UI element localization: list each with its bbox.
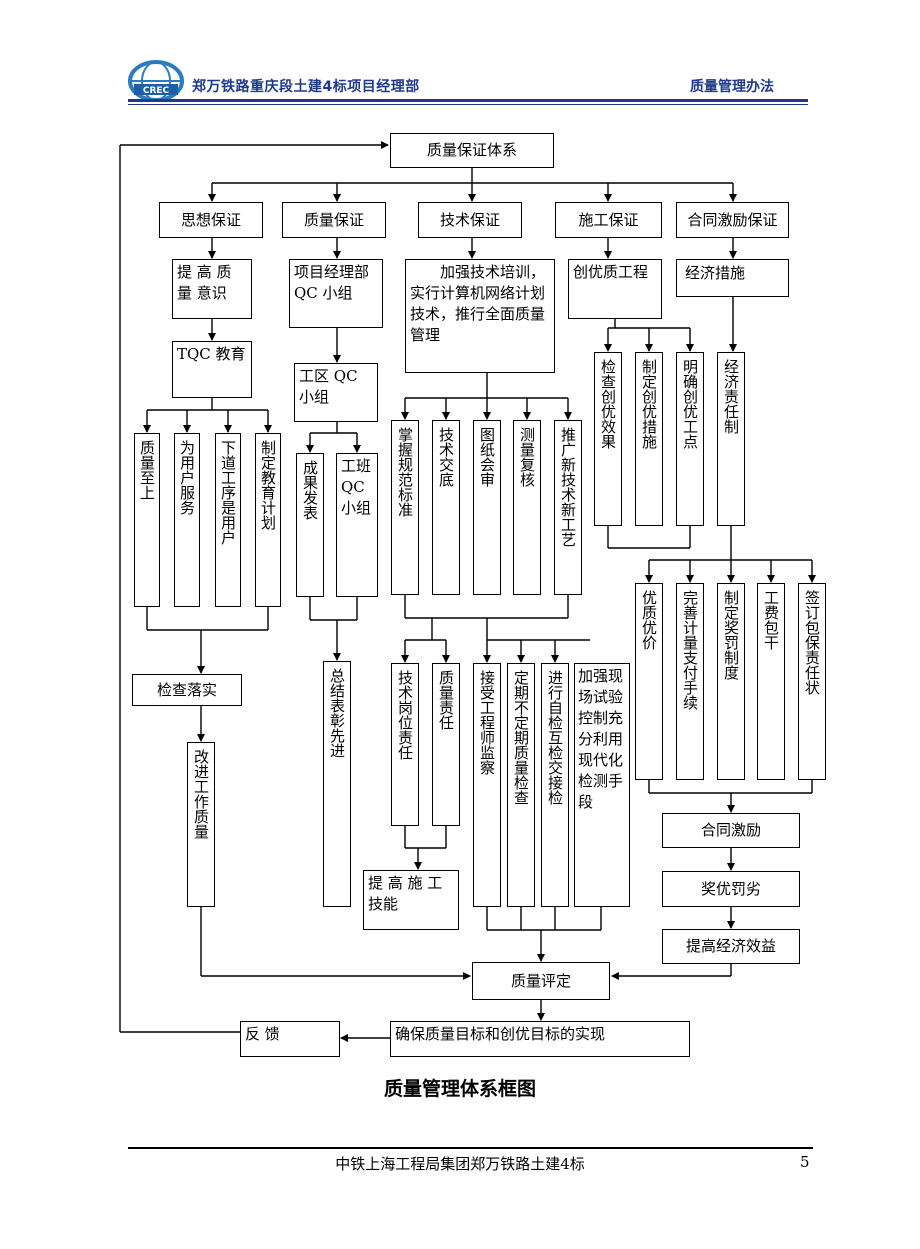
check-item-periodic-inspection: 定期不定期质量检查 [507,663,535,907]
edu-item-quality-first: 质量至上 [134,433,160,607]
incentive-item-quality-price: 优质优价 [635,583,663,780]
edu-item-education-plan: 制定教育计划 [255,433,281,607]
header-doc-title: 质量管理办法 [690,79,774,95]
create-quality-project-box: 创优质工程 [568,259,662,319]
inspection-implementation-box: 检查落实 [132,674,242,706]
footer-rule [128,1147,813,1149]
improve-economic-benefit-box: 提高经济效益 [662,929,800,964]
col-technical-assurance: 技术保证 [418,202,522,238]
work-area-qc-group-box: 工区 QC 小组 [294,363,378,422]
tech-post-responsibility-box: 技术岗位责任 [391,663,419,826]
tqc-education-box: TQC 教育 [172,341,252,398]
page-number: 5 [800,1153,810,1171]
tech-item-new-technology: 推广新技术新工艺 [554,420,582,595]
quality-evaluation-box: 质量评定 [472,962,610,1000]
economic-responsibility-box: 经济责任制 [717,352,745,526]
col-construction-assurance: 施工保证 [555,202,662,238]
diagram-caption: 质量管理体系框图 [383,1078,536,1100]
excellence-item-check-effect: 检查创优效果 [594,352,622,526]
excellence-item-work-points: 明确创优工点 [676,352,704,526]
check-item-self-mutual-check: 进行自检互检交接检 [541,663,569,907]
quality-responsibility-box: 质量责任 [432,663,460,826]
ensure-quality-goals-box: 确保质量目标和创优目标的实现 [390,1021,690,1057]
improve-work-quality-box: 改进工作质量 [187,742,215,907]
tech-item-technical-disclosure: 技术交底 [432,420,460,595]
root-quality-assurance-system: 质量保证体系 [390,133,554,168]
contract-incentive-box: 合同激励 [662,813,800,848]
tech-item-survey-recheck: 测量复核 [513,420,541,595]
col-contract-incentive-assurance: 合同激励保证 [676,202,789,238]
edu-item-serve-users: 为用户服务 [174,433,200,607]
feedback-box: 反 馈 [240,1021,340,1057]
incentive-item-labor-contract: 工费包干 [757,583,785,780]
incentive-item-payment-procedures: 完善计量支付手续 [676,583,704,780]
footer-company: 中铁上海工程局集团郑万铁路土建4标 [335,1155,585,1173]
incentive-item-guarantee-contract: 签订包保责任状 [798,583,826,780]
header-rule [128,99,808,102]
results-publish-box: 成果发表 [296,453,324,597]
summary-commendation-box: 总结表彰先进 [323,661,351,907]
raise-quality-awareness-box: 提 高 质 量 意识 [172,259,252,319]
tech-item-drawing-review: 图纸会审 [473,420,501,595]
header-org: 郑万铁路重庆段土建4标项目经理部 [192,79,420,95]
check-item-engineer-supervision: 接受工程师监察 [473,663,501,907]
col-quality-assurance: 质量保证 [282,202,386,238]
header-rule-thin [128,104,808,105]
edu-item-next-process: 下道工序是用户 [215,433,241,607]
check-item-field-testing: 加强现场试验控制充分利用现代化检测手段 [574,663,630,907]
svg-text:CREC: CREC [143,86,170,96]
economic-measures-box: 经济措施 [676,259,789,297]
strengthen-tech-training-box: 加强技术培训，实行计算机网络计划技术，推行全面质量管理 [405,259,555,373]
reward-good-punish-bad-box: 奖优罚劣 [662,871,800,907]
project-dept-qc-group-box: 项目经理部 QC 小组 [289,259,383,328]
excellence-item-measures: 制定创优措施 [635,352,663,526]
work-team-qc-group-box: 工班 QC 小组 [336,453,378,597]
incentive-item-reward-penalty: 制定奖罚制度 [717,583,745,780]
improve-construction-skills-box: 提 高 施 工 技能 [363,870,459,930]
col-ideology-assurance: 思想保证 [159,202,263,238]
tech-item-master-standards: 掌握规范标准 [391,420,419,595]
